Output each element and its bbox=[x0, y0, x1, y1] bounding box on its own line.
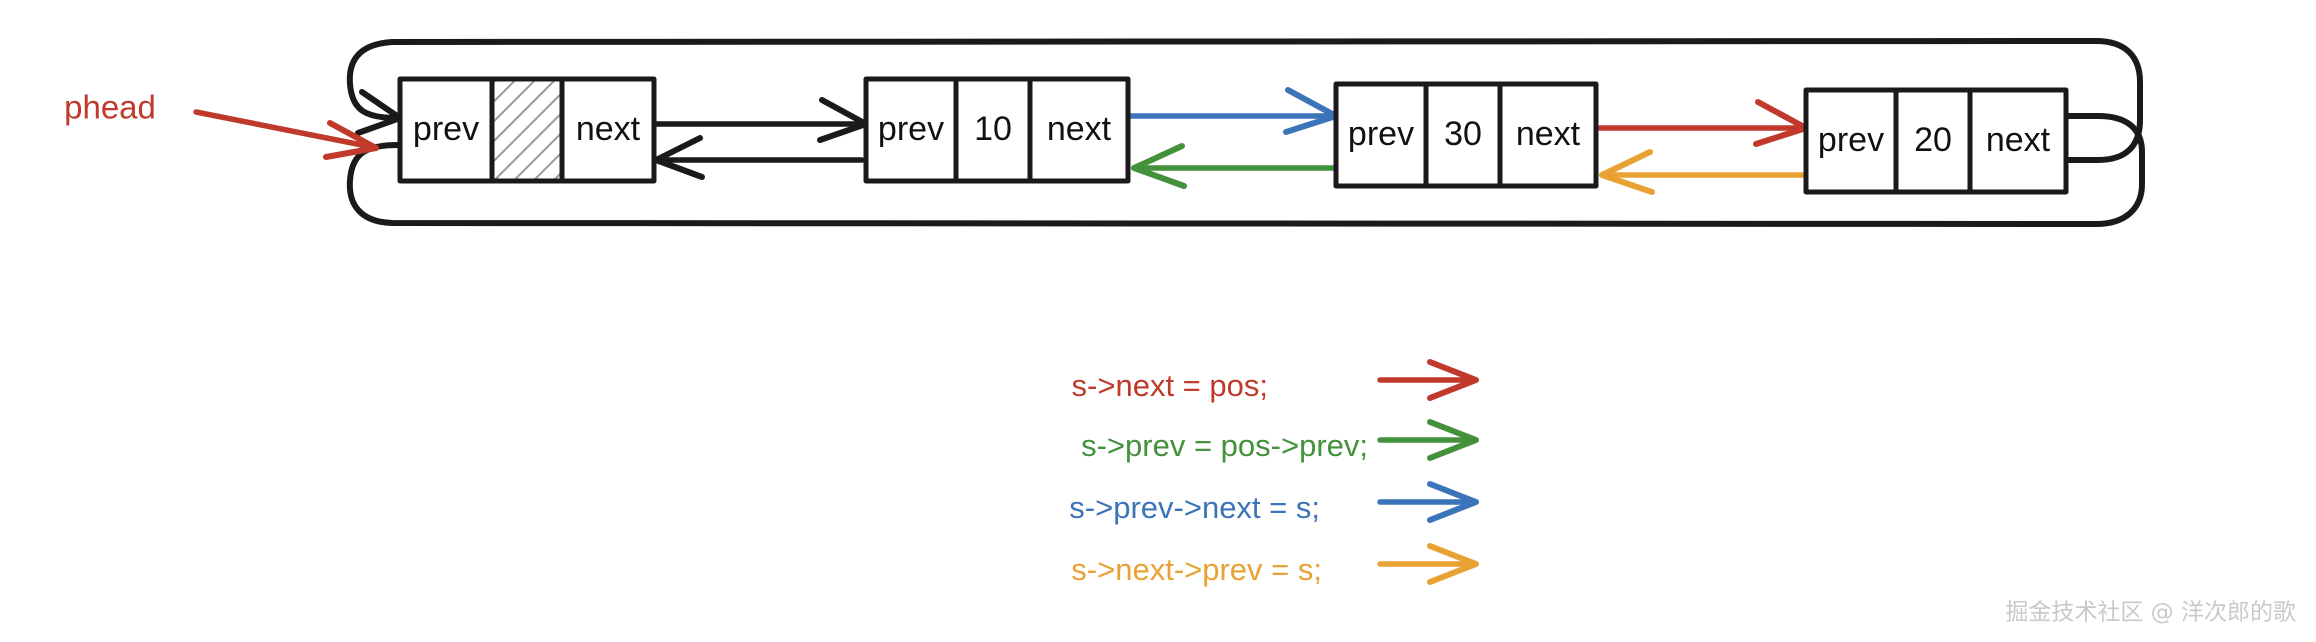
svg-text:s->prev->next = s;: s->prev->next = s; bbox=[1069, 490, 1320, 525]
node20-value: 20 bbox=[1914, 121, 1952, 159]
list-node-sentinel[interactable]: prev next bbox=[397, 76, 657, 184]
sentinel-prev-label: prev bbox=[413, 110, 479, 148]
link-blue-node10-to-node30 bbox=[1125, 87, 1339, 135]
list-node-20[interactable]: prev 20 next bbox=[1803, 87, 2069, 195]
node30-prev-label: prev bbox=[1348, 115, 1414, 153]
node10-next-label: next bbox=[1047, 110, 1112, 148]
node20-prev-label: prev bbox=[1818, 121, 1884, 159]
legend-item-3: s->next->prev = s; bbox=[1071, 543, 1479, 587]
watermark: 掘金技术社区 @ 洋次郎的歌 bbox=[2005, 600, 2296, 626]
link-sentinel-to-node10 bbox=[651, 97, 869, 143]
list-node-10[interactable]: prev 10 next bbox=[863, 76, 1131, 184]
phead-pointer bbox=[193, 109, 379, 160]
legend-item-2: s->prev->next = s; bbox=[1069, 481, 1479, 525]
node20-next-label: next bbox=[1986, 121, 2051, 159]
phead-label: phead bbox=[64, 89, 156, 126]
svg-text:s->next = pos;: s->next = pos; bbox=[1072, 368, 1268, 403]
svg-text:s->next->prev = s;: s->next->prev = s; bbox=[1071, 552, 1322, 587]
link-orange-node20-to-node30 bbox=[1599, 149, 1809, 195]
list-node-30[interactable]: prev 30 next bbox=[1333, 81, 1599, 189]
svg-text:s->prev = pos->prev;: s->prev = pos->prev; bbox=[1081, 428, 1368, 463]
sentinel-next-label: next bbox=[576, 110, 641, 148]
legend-item-1: s->prev = pos->prev; bbox=[1081, 419, 1479, 463]
node10-value: 10 bbox=[974, 110, 1012, 148]
node30-value: 30 bbox=[1444, 115, 1482, 153]
node10-prev-label: prev bbox=[878, 110, 944, 148]
sentinel-hatched-data-cell bbox=[489, 76, 565, 184]
node30-next-label: next bbox=[1516, 115, 1581, 153]
link-red-node30-to-node20 bbox=[1593, 99, 1809, 147]
link-node10-to-sentinel bbox=[653, 135, 865, 180]
link-green-node30-to-node10 bbox=[1131, 143, 1339, 189]
legend-item-0: s->next = pos; bbox=[1072, 359, 1479, 403]
legend: s->next = pos; s->prev = pos->prev; s->p… bbox=[1069, 359, 1479, 587]
